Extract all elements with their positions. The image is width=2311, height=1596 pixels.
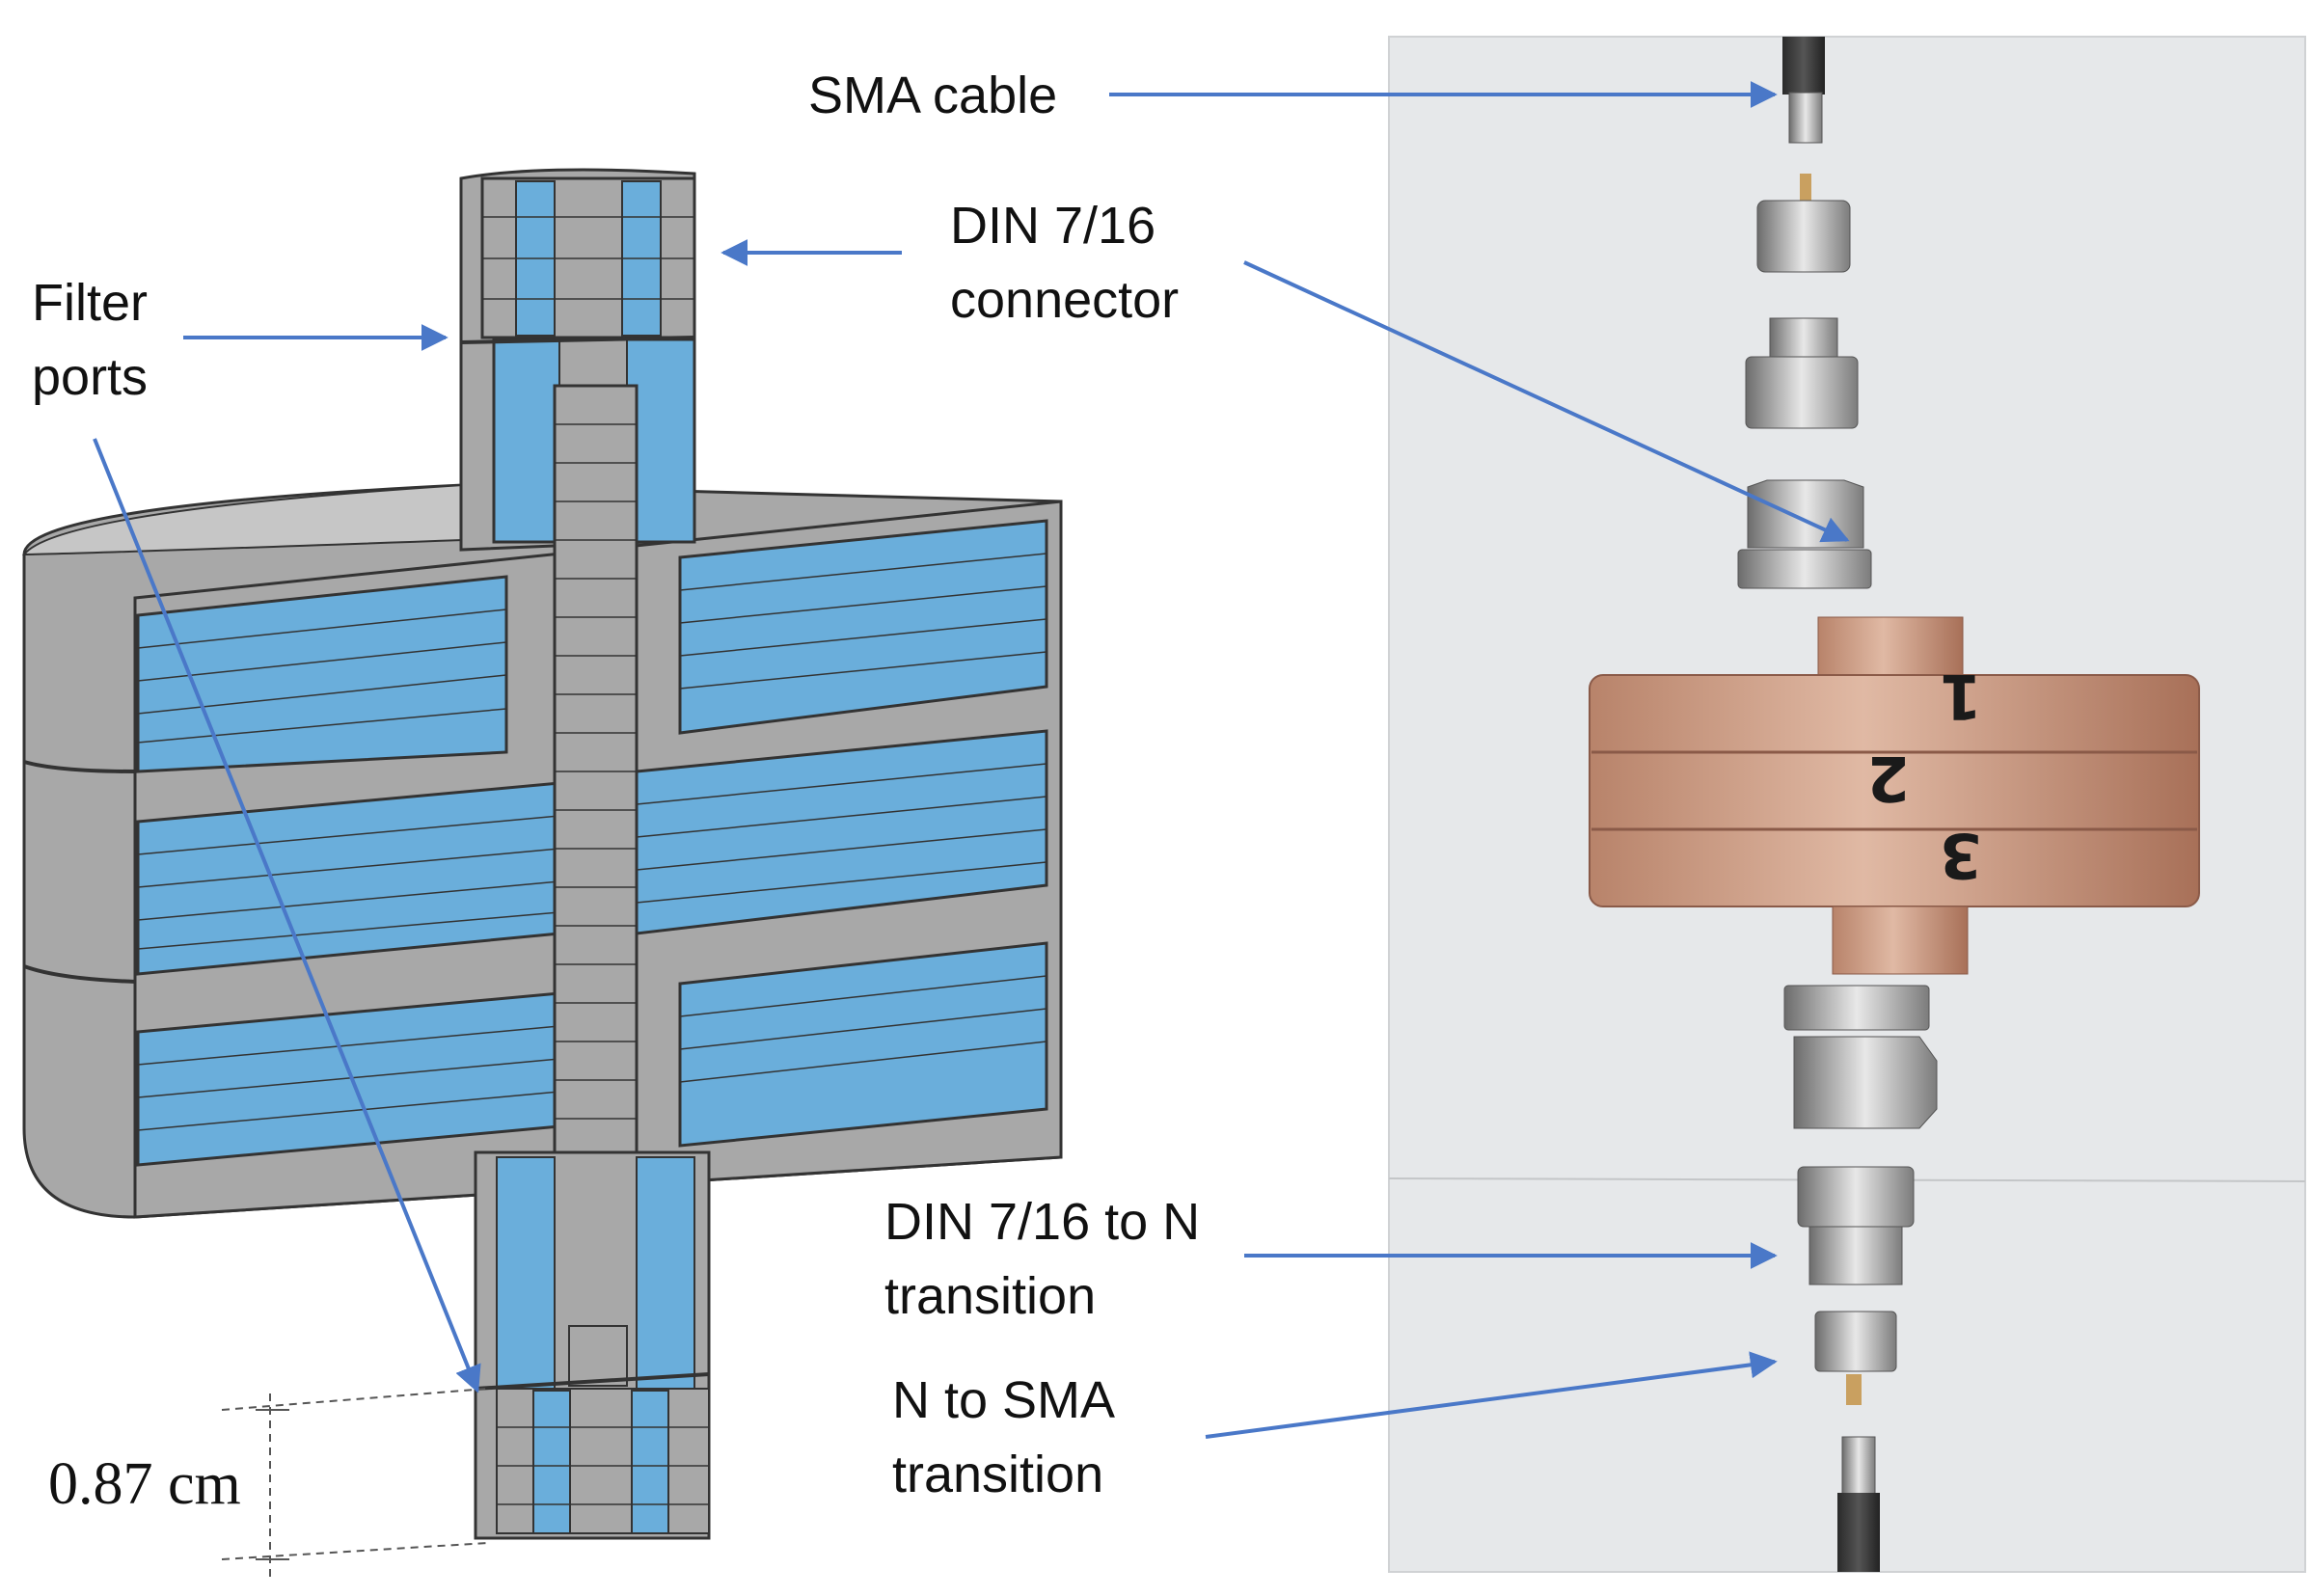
label-din-to-n-line2: transition <box>884 1267 1097 1325</box>
plate-number-2: 2 <box>1866 742 1910 813</box>
dimension-label: 0.87 cm <box>48 1451 241 1517</box>
label-din-to-n-line1: DIN 7/16 to N <box>884 1193 1201 1251</box>
label-filter-ports-line1: Filter <box>32 274 148 332</box>
annotation-arrows <box>93 81 1850 1439</box>
label-din-connector-line1: DIN 7/16 <box>950 197 1156 255</box>
plate-number-1: 1 <box>1939 660 1982 731</box>
label-din-connector-line2: connector <box>950 271 1180 329</box>
filter-cross-section <box>21 168 1063 1540</box>
filter-photo: 1 2 3 <box>1388 36 2306 1573</box>
label-n-to-sma-line2: transition <box>892 1446 1104 1503</box>
arrow-din-connector-right <box>1243 260 1850 543</box>
arrow-filter-ports-bottom <box>93 438 481 1393</box>
label-n-to-sma-line1: N to SMA <box>892 1371 1116 1429</box>
label-filter-ports-line2: ports <box>32 348 149 406</box>
plate-number-3: 3 <box>1939 819 1982 890</box>
arrow-n-to-sma <box>1205 1351 1778 1439</box>
label-sma-cable: SMA cable <box>808 67 1058 124</box>
dimension-marker <box>221 1388 488 1577</box>
